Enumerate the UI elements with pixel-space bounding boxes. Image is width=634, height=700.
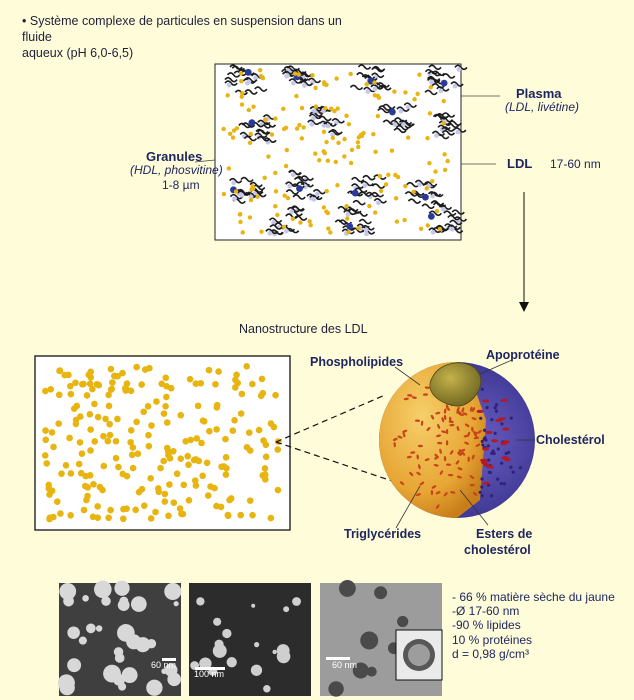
scale-label-2: 100 nm bbox=[194, 669, 225, 679]
ldl-dots bbox=[41, 362, 282, 523]
property-line: -90 % lipides bbox=[452, 618, 521, 633]
nano-title: Nanostructure des LDL bbox=[239, 322, 368, 336]
granules-leader bbox=[194, 159, 216, 163]
granules-size: 1-8 µm bbox=[162, 178, 200, 192]
scale-label-3: 60 nm bbox=[332, 660, 358, 670]
property-line: 10 % protéines bbox=[452, 632, 533, 647]
micrograph-1 bbox=[57, 580, 182, 696]
property-line: - 66 % matière sèche du jaune bbox=[452, 590, 615, 604]
scale-label-1: 60 nm bbox=[151, 660, 177, 670]
phospholipides-label: Phospholipides bbox=[310, 355, 404, 369]
plasma-box bbox=[214, 63, 462, 241]
zoom-line-top bbox=[275, 394, 386, 443]
ldl-size: 17-60 nm bbox=[550, 157, 601, 171]
bullet: • bbox=[22, 14, 27, 28]
plasma-sub: (LDL, livétine) bbox=[505, 100, 580, 114]
intro-line2: aqueux (pH 6,0-6,5) bbox=[22, 46, 134, 60]
micrograph-2 bbox=[189, 583, 311, 696]
ldl-particles bbox=[221, 67, 450, 235]
properties-list: - 66 % matière sèche du jaune -Ø 17-60 n… bbox=[452, 590, 615, 661]
granules-sub: (HDL, phosvitine) bbox=[130, 163, 223, 177]
granule-clusters bbox=[224, 64, 468, 237]
apoproteine-label: Apoprotéine bbox=[486, 348, 560, 362]
esters-label-line1: Esters de bbox=[476, 527, 533, 541]
ldl-label: LDL bbox=[507, 156, 533, 171]
apoprotein-blob bbox=[429, 362, 482, 407]
zoom-line-bottom bbox=[275, 441, 396, 483]
cholesterol-label: Cholestérol bbox=[536, 433, 605, 447]
property-line: -Ø 17-60 nm bbox=[452, 604, 520, 619]
micrograph-3 bbox=[320, 580, 443, 697]
esters-label-line2: cholestérol bbox=[464, 543, 531, 557]
intro-line1: Système complexe de particules en suspen… bbox=[22, 14, 342, 44]
property-line: d = 0,98 g/cm³ bbox=[452, 646, 530, 661]
plasma-label: Plasma bbox=[516, 86, 562, 101]
arrow-head bbox=[519, 302, 529, 312]
intro-text: • Système complexe de particules en susp… bbox=[22, 13, 352, 61]
granules-label: Granules bbox=[146, 149, 203, 164]
ldl-sphere bbox=[379, 362, 535, 518]
triglycerides-label: Triglycérides bbox=[344, 527, 422, 541]
